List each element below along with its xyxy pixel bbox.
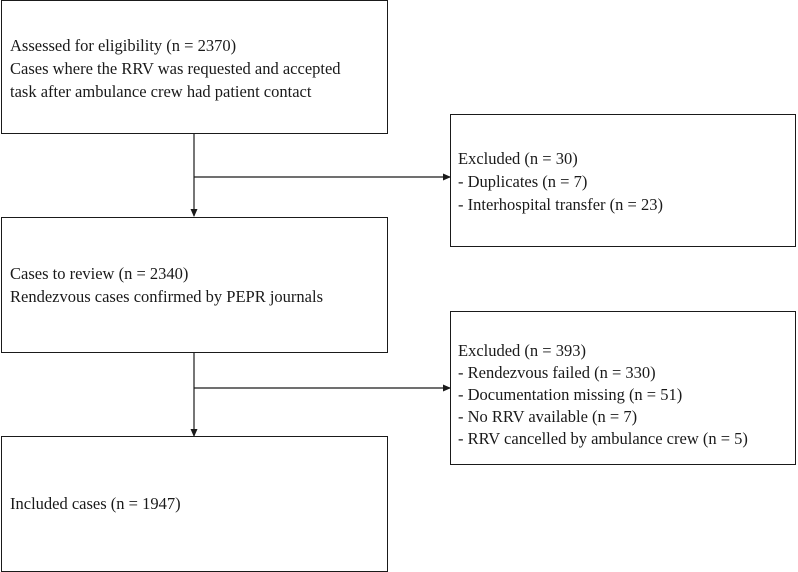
excluded-1-line-1: Excluded (n = 30): [458, 149, 578, 168]
assessed-box: Assessed for eligibility (n = 2370) Case…: [1, 0, 388, 134]
excluded-2-line-2: - Rendezvous failed (n = 330): [458, 363, 656, 382]
included-line-1: Included cases (n = 1947): [10, 494, 181, 513]
assessed-line-2: Cases where the RRV was requested and ac…: [10, 59, 341, 78]
excluded-2-line-4: - No RRV available (n = 7): [458, 407, 638, 426]
excluded-2-line-5: - RRV cancelled by ambulance crew (n = 5…: [458, 429, 748, 448]
excluded-1-line-3: - Interhospital transfer (n = 23): [458, 195, 663, 214]
included-box: Included cases (n = 1947): [1, 436, 388, 572]
review-line-2: Rendezvous cases confirmed by PEPR journ…: [10, 287, 323, 306]
review-line-1: Cases to review (n = 2340): [10, 264, 189, 283]
excluded-box-2: Excluded (n = 393) - Rendezvous failed (…: [450, 311, 796, 465]
assessed-line-3: task after ambulance crew had patient co…: [10, 82, 312, 101]
assessed-line-1: Assessed for eligibility (n = 2370): [10, 36, 237, 55]
excluded-1-line-2: - Duplicates (n = 7): [458, 172, 588, 191]
excluded-box-1: Excluded (n = 30) - Duplicates (n = 7) -…: [450, 114, 796, 247]
excluded-2-line-1: Excluded (n = 393): [458, 341, 586, 360]
review-box: Cases to review (n = 2340) Rendezvous ca…: [1, 217, 388, 353]
excluded-2-line-3: - Documentation missing (n = 51): [458, 385, 683, 404]
